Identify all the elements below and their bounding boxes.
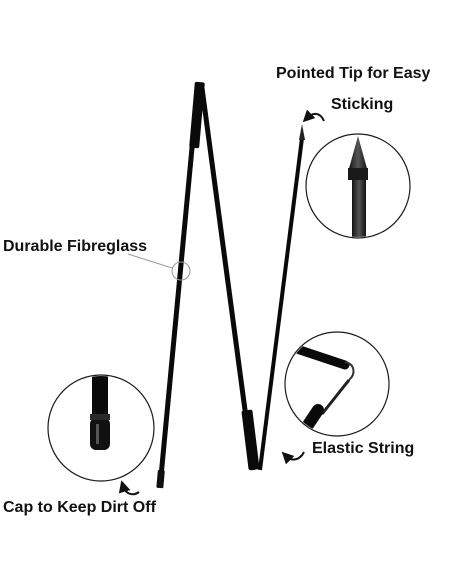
cap-detail-circle	[47, 374, 155, 482]
pole-segment-right	[258, 124, 305, 471]
curved-arrow-icon	[302, 109, 325, 123]
pole-segment-left	[156, 81, 205, 489]
pointed-tip-label-line1: Pointed Tip for Easy	[276, 65, 431, 82]
durable-fibreglass-label: Durable Fibreglass	[3, 238, 148, 255]
tip-detail-circle	[305, 133, 411, 239]
cap-label: Cap to Keep Dirt Off	[3, 499, 156, 516]
curved-arrow-icon	[118, 480, 140, 496]
elastic-string-label: Elastic String	[312, 440, 415, 457]
elastic-detail-circle	[284, 331, 390, 437]
curved-arrow-icon	[281, 451, 305, 465]
fibreglass-highlight	[127, 253, 191, 281]
pointed-tip-label-line2: Sticking	[331, 96, 394, 113]
pole-segment-middle	[199, 87, 260, 471]
